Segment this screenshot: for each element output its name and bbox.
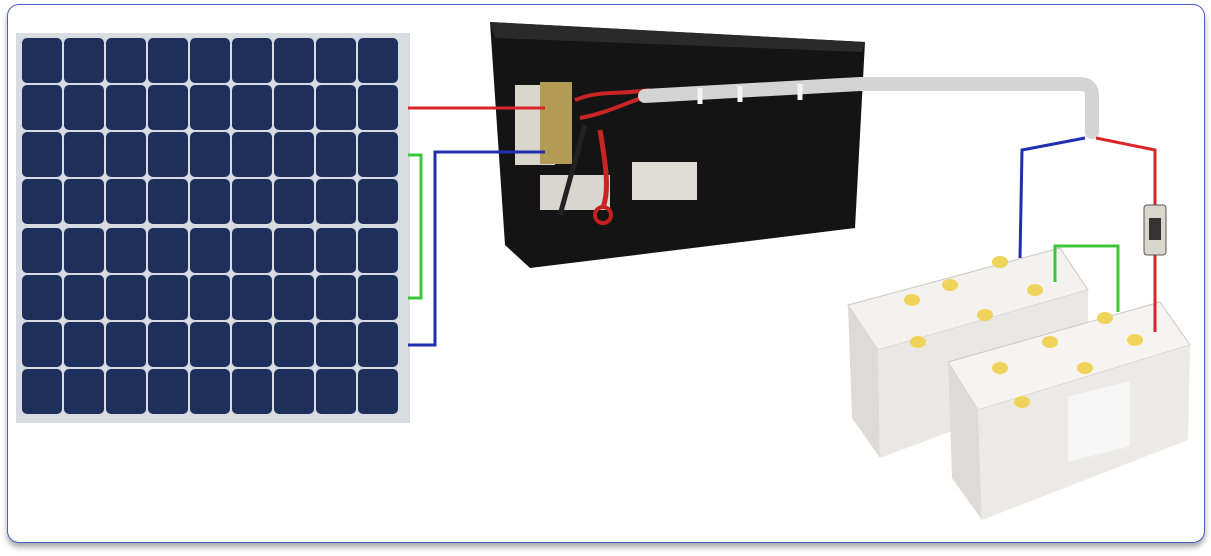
vent-cap — [992, 256, 1008, 268]
vent-cap — [1014, 396, 1030, 408]
solar-cell — [22, 85, 62, 130]
solar-cell — [22, 38, 62, 83]
vent-cap — [1097, 312, 1113, 324]
solar-cell — [232, 275, 272, 320]
solar-cell — [358, 322, 398, 367]
solar-cell — [64, 85, 104, 130]
solar-cell — [22, 228, 62, 273]
solar-cell — [316, 179, 356, 224]
solar-cell — [64, 228, 104, 273]
battery-negative-wire — [1018, 136, 1086, 259]
solar-panel-upper-module — [22, 38, 398, 224]
solar-cell — [232, 132, 272, 177]
solar-cell — [148, 369, 188, 414]
solar-cell — [148, 322, 188, 367]
solar-cell — [190, 85, 230, 130]
vent-cap — [910, 336, 926, 348]
solar-cell — [190, 228, 230, 273]
solar-cell — [232, 38, 272, 83]
solar-cell — [316, 369, 356, 414]
solar-cell — [274, 275, 314, 320]
solar-cell — [22, 275, 62, 320]
solar-cell — [358, 132, 398, 177]
solar-cell — [106, 322, 146, 367]
solar-cell — [148, 179, 188, 224]
solar-cell — [316, 132, 356, 177]
solar-cell — [64, 275, 104, 320]
solar-cell — [64, 322, 104, 367]
solar-cell — [190, 132, 230, 177]
solar-cell — [64, 369, 104, 414]
battery-front — [947, 301, 1191, 520]
solar-panel-lower-module — [22, 228, 398, 414]
solar-cell — [22, 132, 62, 177]
solar-cell — [358, 228, 398, 273]
solar-cell — [190, 322, 230, 367]
solar-cell — [148, 132, 188, 177]
cable-conduit — [638, 77, 1099, 139]
solar-cell — [274, 38, 314, 83]
solar-cell — [148, 228, 188, 273]
solar-cell — [274, 369, 314, 414]
solar-cell — [106, 228, 146, 273]
solar-cell — [316, 85, 356, 130]
solar-cell — [274, 85, 314, 130]
solar-cell — [274, 228, 314, 273]
solar-cell — [316, 275, 356, 320]
solar-cell — [358, 179, 398, 224]
solar-cell — [274, 132, 314, 177]
solar-cell — [64, 179, 104, 224]
solar-cell — [232, 85, 272, 130]
solar-cell — [232, 322, 272, 367]
solar-cell — [232, 369, 272, 414]
solar-cell — [22, 369, 62, 414]
solar-cell — [316, 322, 356, 367]
vent-cap — [977, 309, 993, 321]
solar-panel — [16, 33, 410, 423]
solar-cell — [190, 179, 230, 224]
solar-cell — [22, 322, 62, 367]
battery-vent-caps — [904, 256, 1143, 408]
solar-cell — [64, 38, 104, 83]
solar-cell — [106, 38, 146, 83]
solar-cell — [106, 369, 146, 414]
inline-fuse — [1143, 204, 1167, 256]
solar-cell — [106, 179, 146, 224]
solar-cell — [22, 179, 62, 224]
solar-cell — [106, 275, 146, 320]
solar-cell — [316, 228, 356, 273]
solar-cell — [316, 38, 356, 83]
panel-series-link-wire — [408, 153, 423, 300]
solar-cell — [190, 369, 230, 414]
solar-cell — [190, 275, 230, 320]
vent-cap — [904, 294, 920, 306]
solar-cell — [358, 275, 398, 320]
vent-cap — [942, 279, 958, 291]
solar-cell — [148, 38, 188, 83]
solar-cell — [106, 132, 146, 177]
solar-cell — [358, 369, 398, 414]
solar-cell — [358, 85, 398, 130]
vent-cap — [992, 362, 1008, 374]
battery-series-link-wire — [1053, 244, 1120, 312]
solar-cell — [190, 38, 230, 83]
battery-positive-wire — [1095, 136, 1157, 332]
solar-cell — [232, 179, 272, 224]
vent-cap — [1077, 362, 1093, 374]
solar-cell — [274, 179, 314, 224]
charge-controller — [490, 22, 865, 268]
vent-cap — [1027, 284, 1043, 296]
solar-cell — [232, 228, 272, 273]
panel-negative-wire — [408, 150, 545, 347]
solar-cell — [274, 322, 314, 367]
solar-cell — [148, 85, 188, 130]
solar-cell — [64, 132, 104, 177]
vent-cap — [1042, 336, 1058, 348]
solar-cell — [106, 85, 146, 130]
vent-cap — [1127, 334, 1143, 346]
solar-cell — [148, 275, 188, 320]
solar-cell — [358, 38, 398, 83]
